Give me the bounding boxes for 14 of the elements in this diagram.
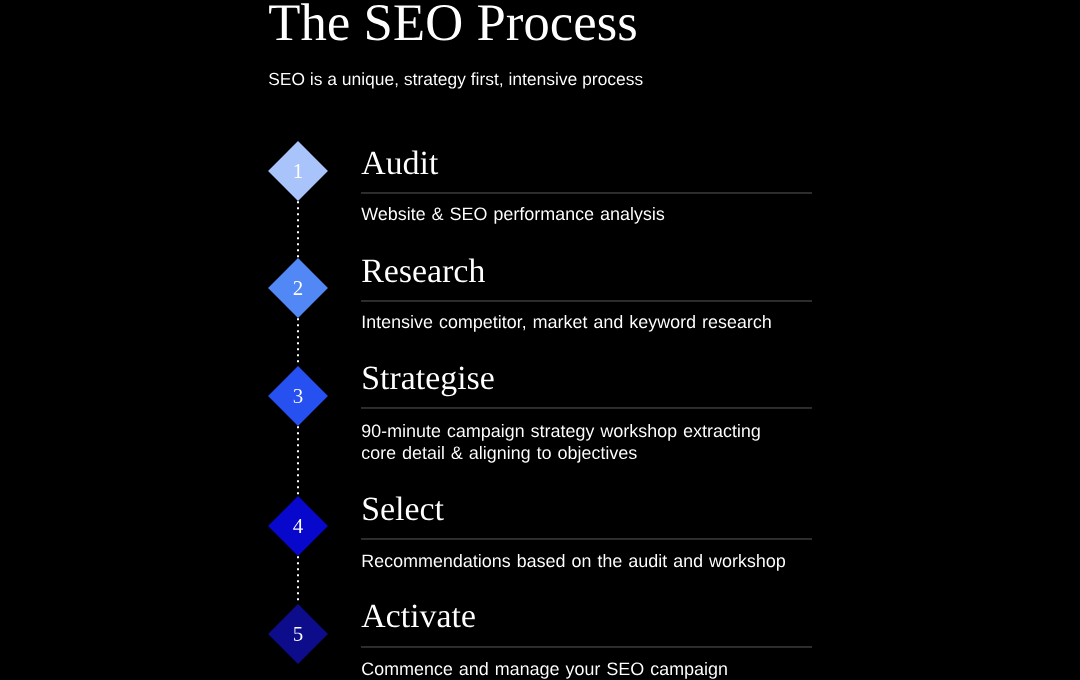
dotted-connector: [297, 200, 299, 259]
dotted-connector: [297, 425, 299, 497]
step-heading: Activate: [361, 604, 475, 628]
step-description: Website & SEO performance analysis: [361, 207, 665, 224]
step-description: Intensive competitor, market and keyword research: [362, 315, 771, 332]
title: The SEO Process: [269, 3, 636, 41]
step-heading: Research: [362, 258, 485, 283]
step-description: Commence and manage your SEO campaign: [362, 662, 727, 679]
step-heading: Select: [363, 496, 444, 521]
step-heading: Strategise: [363, 366, 494, 397]
step-description: 90-minute campaign strategy workshop extracting core detail & aligning to objectives: [361, 424, 760, 463]
subtitle: SEO is a unique, strategy first, intensive process: [269, 72, 643, 89]
step-heading: Audit: [361, 150, 439, 175]
step-description: Recommendations based on the audit and workshop: [362, 554, 786, 571]
